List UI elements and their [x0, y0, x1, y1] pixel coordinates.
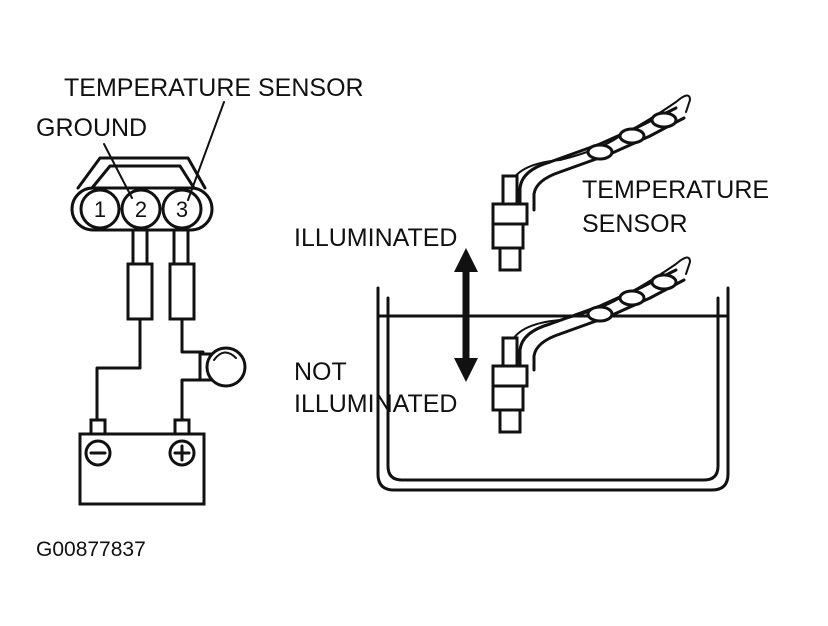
lower-sensor-hex	[491, 364, 529, 388]
lower-sensor-tip	[501, 336, 519, 368]
arrow-head-down	[454, 358, 478, 382]
pin-2-number: 2	[135, 197, 147, 222]
ground-leader-line	[103, 143, 133, 199]
test-lamp-icon	[198, 346, 247, 388]
lower-clip-2	[618, 289, 646, 307]
lower-sensor-wire-loop	[509, 256, 692, 347]
water-container-inner	[386, 296, 720, 482]
upper-sensor-cable	[518, 106, 678, 212]
pin-3-test-lead	[168, 262, 196, 321]
lower-sensor-connector	[498, 408, 522, 434]
connector-temperature-sensor-label: TEMPERATURE SENSOR	[64, 74, 364, 102]
lower-clip-3	[650, 273, 678, 291]
battery	[78, 418, 206, 506]
upper-sensor-wire-loop	[509, 94, 692, 187]
upper-clip-2	[618, 127, 646, 145]
connector-circuit: 1 2 3 TEMPERATURE SENSOR GROUND	[36, 74, 364, 561]
upper-sensor-hex	[491, 202, 529, 226]
connector-pin-2	[120, 188, 162, 230]
double-headed-arrow-icon	[454, 248, 478, 382]
connector-housing	[76, 156, 207, 190]
lower-sensor-body	[491, 384, 525, 412]
lamp-glint	[213, 351, 237, 361]
negative-post	[89, 418, 107, 436]
lower-sensor-cable-2	[532, 278, 686, 372]
lower-sensor-cable	[518, 268, 678, 372]
upper-sensor-cable-2	[532, 116, 686, 212]
pin-3-number: 3	[176, 197, 188, 222]
temperature-sensor-upper	[491, 94, 692, 272]
lamp-bulb	[205, 346, 247, 388]
ground-wire	[95, 317, 142, 422]
connector-pin-1	[79, 188, 121, 230]
sensor-wire	[180, 317, 205, 354]
upper-sensor-connector	[498, 246, 522, 272]
pin-3-terminal	[172, 228, 190, 266]
not-illuminated-label-line2: ILLUMINATED	[294, 390, 457, 418]
lamp-to-battery-wire	[180, 378, 205, 422]
temperature-sensor-leader-line	[187, 101, 225, 201]
upper-sensor-body	[491, 222, 525, 250]
water-container	[376, 286, 730, 492]
illuminated-label: ILLUMINATED	[294, 224, 457, 252]
positive-post	[173, 418, 191, 436]
temperature-sensor-label-line2: SENSOR	[582, 210, 688, 238]
not-illuminated-label-line1: NOT	[294, 358, 347, 386]
arrow-head-up	[454, 248, 478, 272]
pin-2-test-lead	[126, 262, 154, 321]
upper-clip-3	[650, 111, 678, 129]
upper-clip-1	[586, 143, 614, 161]
pin-1-number: 1	[94, 197, 106, 222]
connector-housing-inner	[90, 164, 196, 190]
connector-ground-label: GROUND	[36, 114, 147, 142]
figure-code: G00877837	[36, 538, 146, 561]
upper-sensor-tip	[501, 174, 519, 206]
pin-2-terminal	[131, 228, 149, 266]
water-bath-test: ILLUMINATED NOT ILLUMINATED TEMPERATURE …	[294, 94, 769, 492]
temperature-sensor-lower	[491, 256, 692, 434]
temperature-sensor-label-line1: TEMPERATURE	[582, 176, 769, 204]
connector-pin-3	[161, 188, 203, 230]
lower-clip-1	[586, 305, 614, 323]
